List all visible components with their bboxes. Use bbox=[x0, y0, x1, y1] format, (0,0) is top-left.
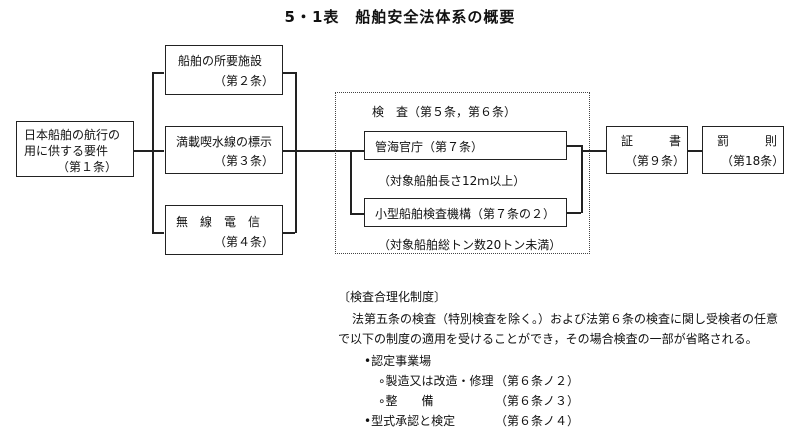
inspection-bracket-right-vertical bbox=[581, 145, 583, 213]
notes-sub-maintenance: ∘整 備 bbox=[378, 394, 434, 408]
requirement-facilities-label: 船舶の所要施設 bbox=[178, 54, 263, 68]
penalty-label: 罰 則 bbox=[717, 134, 778, 148]
root-line-1: 日本船舶の航行の bbox=[24, 128, 121, 142]
notes-line-2: で以下の制度の適用を受けることができ，その場合検査の一部が省略される。 bbox=[338, 332, 758, 346]
inspection-bracket-left-top bbox=[350, 150, 364, 152]
root-line-3: （第１条） bbox=[57, 160, 118, 174]
inspection-small-vessel-label: 小型船舶検査機構（第７条の２） bbox=[375, 207, 556, 221]
notes-sub-manufacture: ∘製造又は改造・修理 bbox=[378, 374, 494, 388]
penalty-box: 罰 則 （第18条） bbox=[702, 126, 784, 174]
certificate-label: 証 書 bbox=[621, 134, 682, 148]
notes-item-type-approval-ref: （第６条ノ４） bbox=[495, 414, 580, 428]
bracket-left-mid bbox=[152, 150, 164, 152]
requirement-loadline-label: 満載喫水線の標示 bbox=[176, 135, 273, 149]
bracket-left-bottom bbox=[152, 232, 164, 234]
notes-item-type-approval: •型式承認と検定 bbox=[364, 414, 456, 428]
connector-to-inspection bbox=[295, 150, 350, 152]
notes-item-certified-yard: •認定事業場 bbox=[364, 354, 432, 368]
connector-to-certificate bbox=[581, 150, 606, 152]
notes-sub-maintenance-ref: （第６条ノ３） bbox=[495, 394, 580, 408]
inspection-maritime-office-box: 管海官庁（第７条） bbox=[364, 131, 567, 160]
notes-sub-manufacture-ref: （第６条ノ２） bbox=[495, 374, 580, 388]
bracket-left-vertical bbox=[152, 72, 154, 233]
bracket-right-top bbox=[283, 72, 295, 74]
inspection-bracket-right-top bbox=[567, 145, 581, 147]
inspection-group bbox=[335, 92, 590, 254]
certificate-article: （第９条） bbox=[625, 154, 686, 168]
requirement-loadline-box: 満載喫水線の標示 （第３条） bbox=[165, 126, 283, 174]
bracket-right-vertical bbox=[295, 72, 297, 233]
inspection-bracket-left-bottom bbox=[350, 213, 364, 215]
requirement-loadline-article: （第３条） bbox=[214, 154, 275, 168]
requirement-radio-article: （第４条） bbox=[214, 235, 275, 249]
certificate-box: 証 書 （第９条） bbox=[606, 126, 688, 174]
root-box: 日本船舶の航行の 用に供する要件 （第１条） bbox=[16, 121, 134, 177]
root-line-2: 用に供する要件 bbox=[24, 144, 109, 158]
inspection-bracket-left bbox=[350, 150, 352, 214]
requirement-facilities-box: 船舶の所要施設 （第２条） bbox=[165, 45, 283, 95]
requirement-radio-box: 無 線 電 信 （第４条） bbox=[165, 205, 283, 255]
bracket-right-mid bbox=[283, 150, 295, 152]
inspection-small-vessel-note: （対象船舶総トン数20トン未満） bbox=[378, 238, 562, 252]
notes-line-1: 法第五条の検査（特別検査を除く。）および法第６条の検査に関し受検者の任意 bbox=[352, 312, 779, 326]
bracket-left-top bbox=[152, 72, 164, 74]
diagram-title: 5・1表 船舶安全法体系の概要 bbox=[284, 8, 516, 26]
requirement-facilities-article: （第２条） bbox=[214, 74, 275, 88]
requirement-radio-label: 無 線 電 信 bbox=[176, 215, 261, 229]
connector-to-penalty bbox=[688, 150, 702, 152]
inspection-title: 検 査（第５条，第６条） bbox=[372, 105, 517, 119]
inspection-maritime-office-note: （対象船舶長さ12ｍ以上） bbox=[378, 174, 526, 188]
bracket-right-bottom bbox=[283, 232, 295, 234]
penalty-article: （第18条） bbox=[721, 154, 785, 168]
inspection-small-vessel-box: 小型船舶検査機構（第７条の２） bbox=[364, 198, 567, 227]
connector-root bbox=[134, 150, 152, 152]
inspection-maritime-office-label: 管海官庁（第７条） bbox=[375, 140, 484, 154]
notes-heading: 〔検査合理化制度〕 bbox=[338, 290, 447, 304]
inspection-bracket-right-bottom bbox=[567, 212, 581, 214]
